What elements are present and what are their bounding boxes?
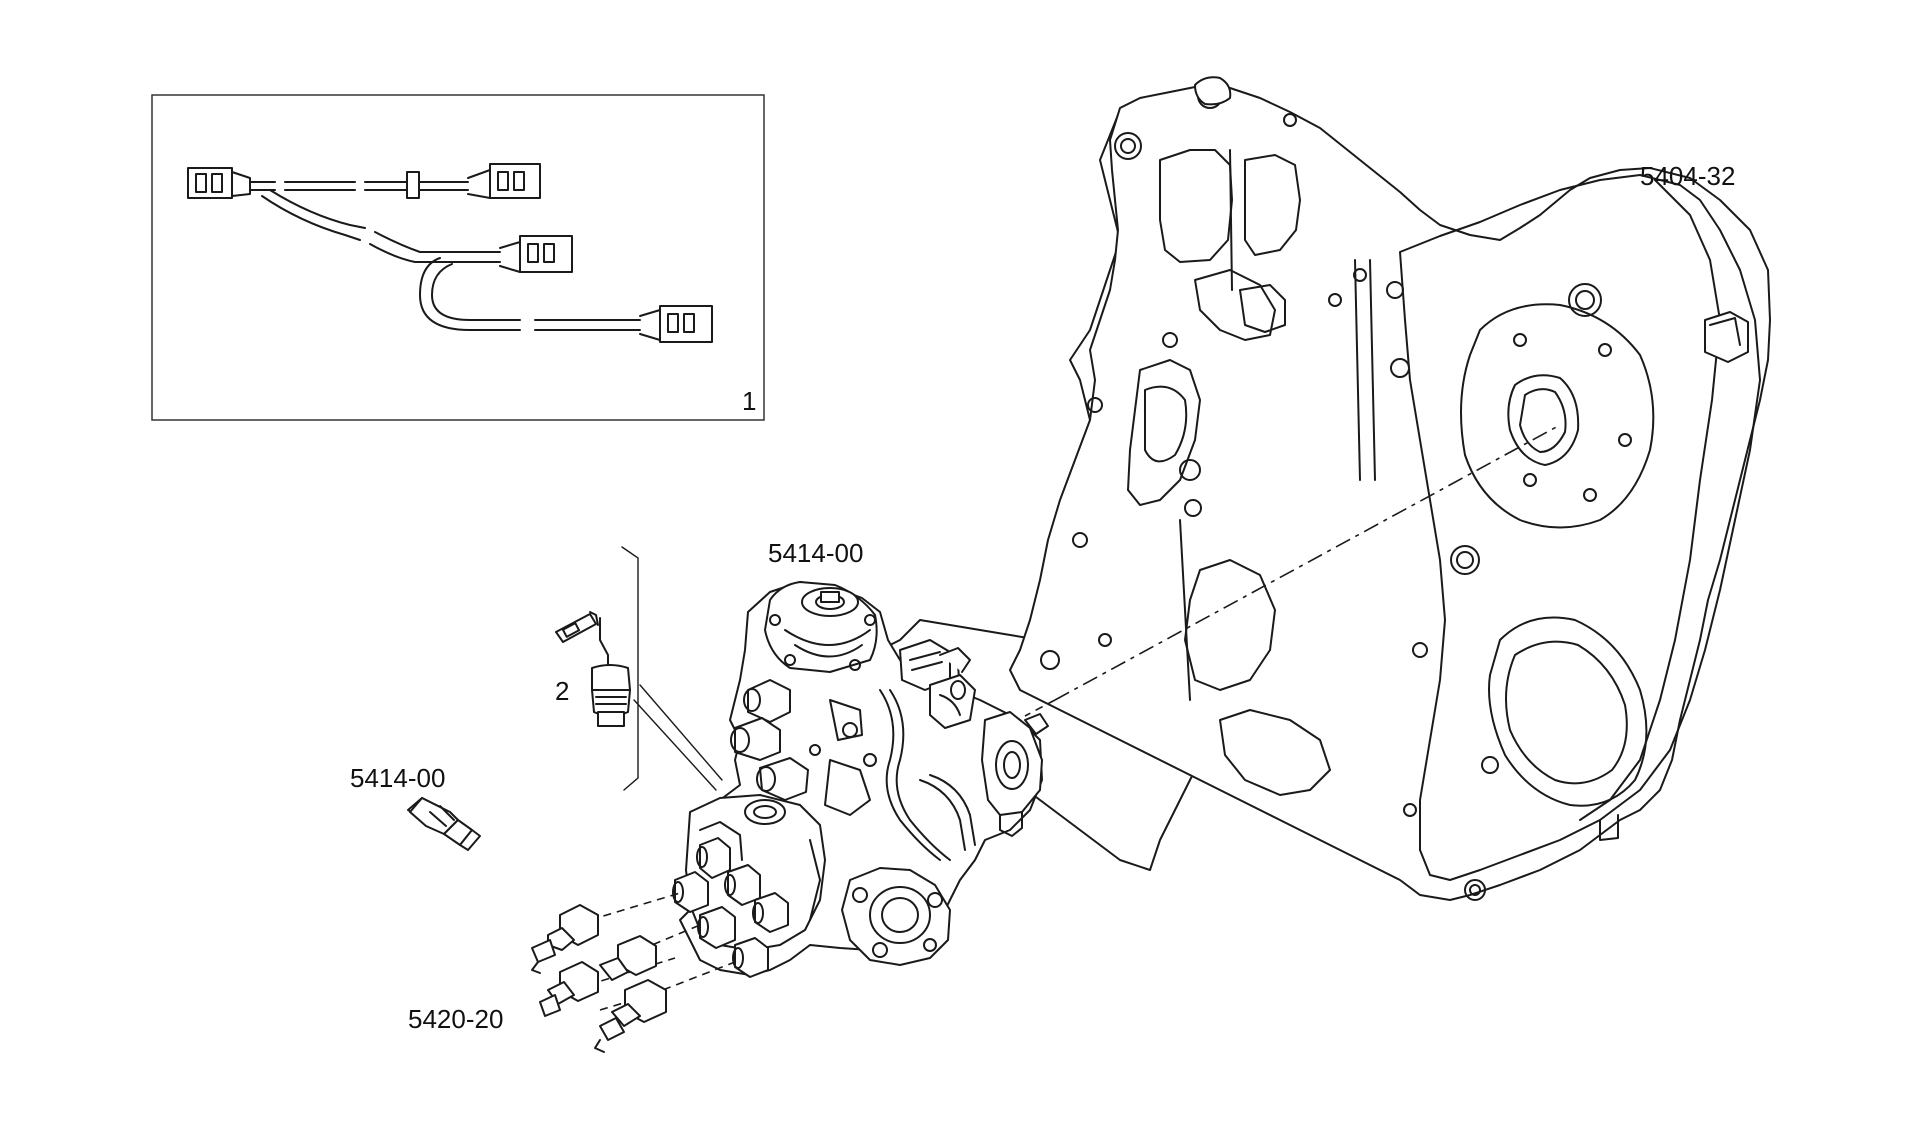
harness-connector-left (187, 167, 251, 199)
sensor-item-number: 2 (555, 676, 569, 706)
delivery-valve-holders (672, 837, 789, 978)
injector-fitting-4 (594, 979, 667, 1053)
harness-inset-frame (151, 94, 765, 421)
injection-pump (672, 581, 1049, 978)
lower-bore (1488, 616, 1648, 807)
harness-item-number: 1 (742, 386, 756, 416)
leader-pump-housing (1024, 699, 1056, 717)
sensor-group-bracket (621, 546, 639, 791)
injector-fitting-1 (531, 904, 599, 974)
bearing-flange (1460, 303, 1655, 529)
sensor-left-label: 5414-00 (350, 763, 445, 793)
injector-fitting-2 (599, 935, 657, 981)
harness-connector-top-right (467, 163, 541, 199)
timing-gear-housing (859, 76, 1771, 901)
sensor-with-lead (555, 611, 631, 727)
injector-fittings (531, 892, 736, 1053)
harness-connector-mid-right (499, 235, 573, 273)
injector-fittings-label: 5420-20 (408, 1004, 503, 1034)
injector-fitting-3 (539, 961, 599, 1017)
housing-label: 5404-32 (1640, 161, 1735, 191)
harness-connector-bottom-right (639, 305, 713, 343)
wiring-harness (187, 163, 713, 343)
harness-inset: 1 (151, 94, 765, 421)
pressure-sensor-left (407, 797, 481, 851)
pump-top-label: 5414-00 (768, 538, 863, 568)
sensor-leader (639, 684, 723, 781)
